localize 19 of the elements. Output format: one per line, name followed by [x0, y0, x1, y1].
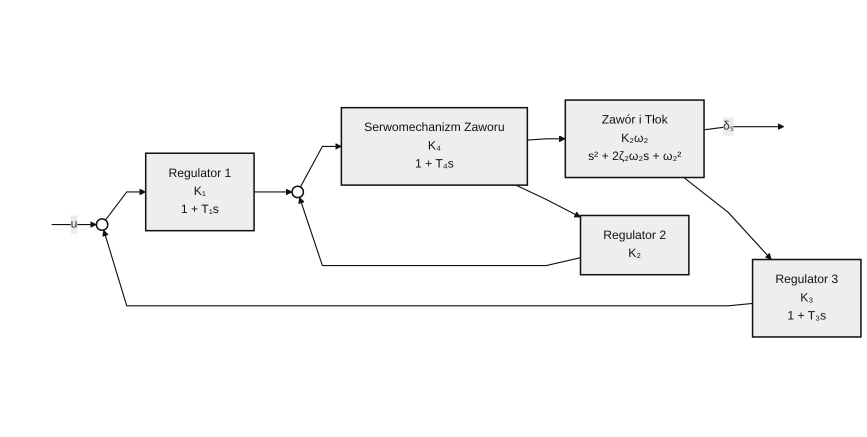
node-box: Regulator 2 K₂: [580, 214, 690, 276]
arrow: [684, 177, 772, 260]
node-box: Regulator 1 K₁ 1 + T₁s: [144, 152, 255, 232]
arrow: [527, 135, 566, 142]
arrow: [516, 184, 581, 218]
edge-label: u: [70, 218, 78, 231]
node-box: Serwomechanizm Zaworu K₄ 1 + T₄s: [340, 106, 528, 186]
arrow: [300, 143, 342, 188]
arrow: [298, 197, 581, 266]
node-box: Regulator 3 K₃ 1 + T₃s: [752, 258, 862, 338]
node-circle: [96, 218, 108, 232]
arrow: [105, 188, 146, 220]
arrow: [102, 230, 753, 306]
node-circle: [291, 185, 304, 198]
arrow: [704, 123, 784, 130]
arrow: [254, 188, 292, 196]
arrow: [52, 221, 97, 228]
edge-label: δₛ: [723, 120, 734, 133]
node-box: Zawór i Tłok K₂ω₂ s² + 2ζ₂ω₂s + ω₂²: [564, 99, 705, 178]
